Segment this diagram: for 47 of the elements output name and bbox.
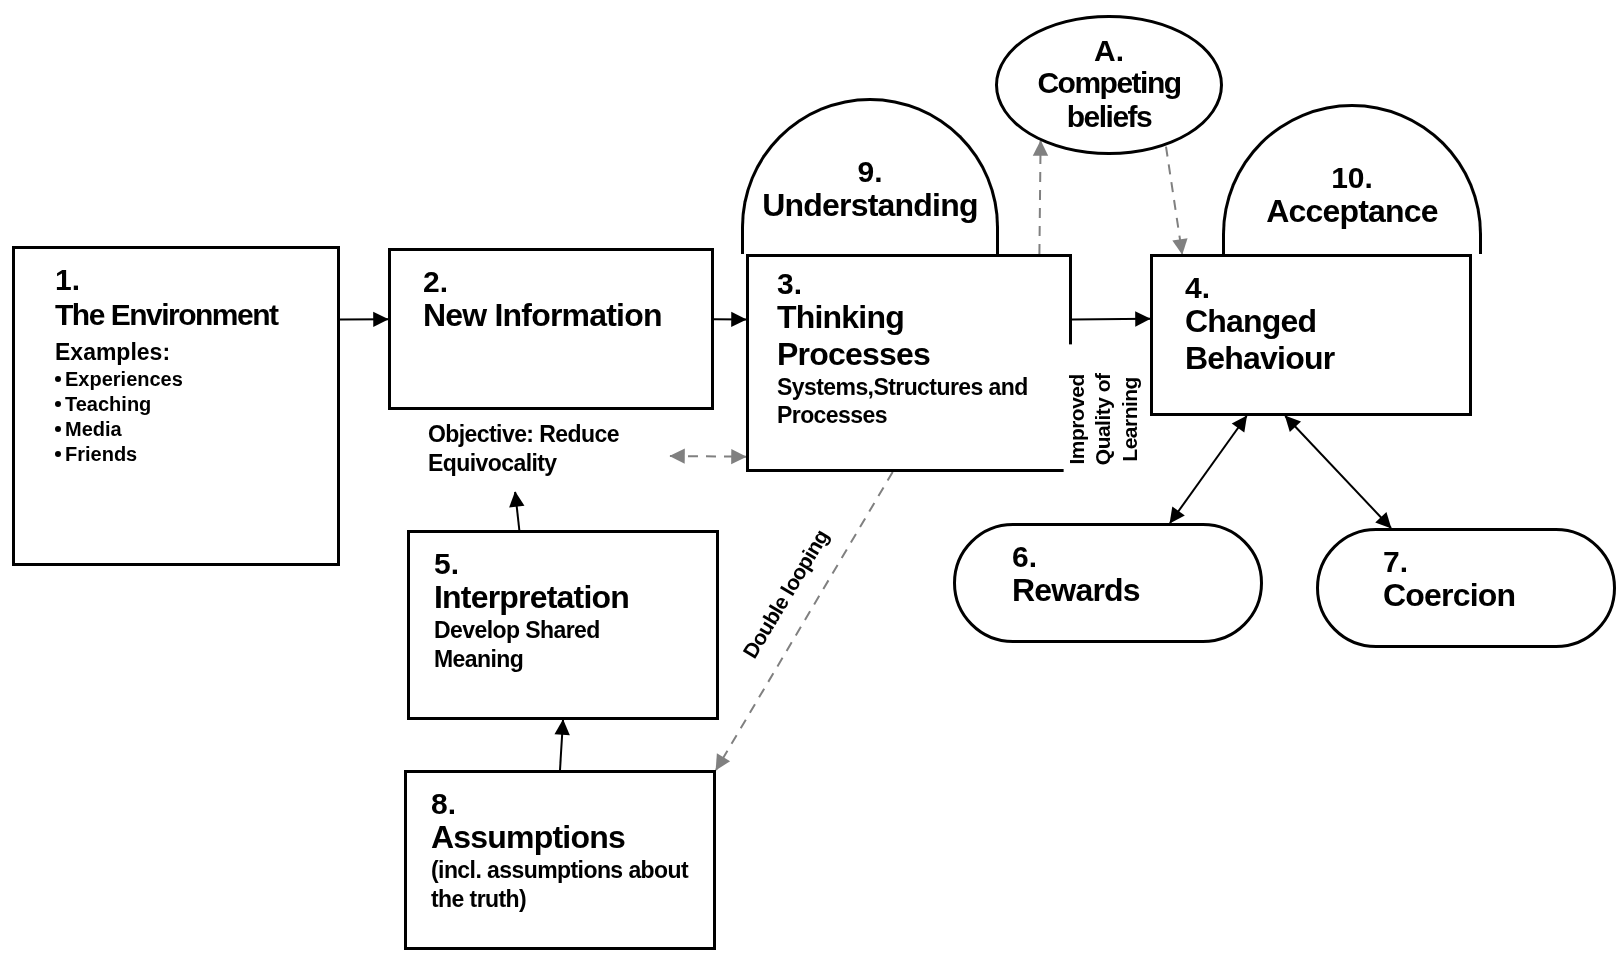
node-text: Interpretation xyxy=(434,579,631,616)
step-number: 2. xyxy=(423,267,450,297)
step-number: 9. xyxy=(857,157,883,187)
arrow xyxy=(715,471,894,771)
node-text: Rewards xyxy=(1012,572,1141,609)
node-text: Objective: Reduce Equivocality xyxy=(428,420,620,478)
arrow xyxy=(1071,311,1151,327)
arrow xyxy=(1032,140,1049,255)
step-number: 6. xyxy=(1012,542,1039,572)
node-text: Examples: xyxy=(55,338,172,367)
list-item: Experiences xyxy=(65,366,183,392)
node-text: New Information xyxy=(423,297,663,334)
node-text: Coercion xyxy=(1383,577,1517,614)
step-number: 5. xyxy=(434,549,461,579)
node-text: (incl. assumptions about the truth) xyxy=(431,855,689,914)
step-number: A. xyxy=(1094,35,1124,66)
process-box xyxy=(1150,254,1472,416)
process-box xyxy=(12,246,340,566)
node-text: The Environment xyxy=(55,297,280,333)
step-number: 1. xyxy=(55,265,82,295)
node-text: Understanding xyxy=(762,187,978,224)
arrow xyxy=(669,448,747,465)
node-text: Competing beliefs xyxy=(1036,65,1182,135)
arrow xyxy=(554,719,570,771)
step-number: 8. xyxy=(431,789,458,819)
arrow xyxy=(509,491,525,531)
node-text: Changed Behaviour xyxy=(1185,303,1336,377)
arrow xyxy=(339,311,389,328)
step-number: 7. xyxy=(1383,547,1410,577)
process-box xyxy=(388,248,714,410)
arrow xyxy=(1169,415,1248,524)
process-box xyxy=(407,530,719,720)
list-item: Friends xyxy=(65,441,138,467)
list-item: Media xyxy=(65,416,122,442)
node-text: Thinking Processes xyxy=(777,299,931,373)
arrow xyxy=(713,311,747,328)
process-box xyxy=(404,770,716,950)
step-number: 10. xyxy=(1331,163,1373,193)
arrow xyxy=(1165,145,1188,255)
step-number: 3. xyxy=(777,269,804,299)
node-text: Acceptance xyxy=(1266,193,1438,230)
list-item: Teaching xyxy=(65,391,152,417)
node-text: Systems,Structures and Processes xyxy=(777,372,1029,431)
node-text: Assumptions xyxy=(431,819,626,856)
arrow xyxy=(1284,415,1392,529)
node-text: Develop Shared Meaning xyxy=(434,615,601,674)
step-number: 4. xyxy=(1185,273,1212,303)
